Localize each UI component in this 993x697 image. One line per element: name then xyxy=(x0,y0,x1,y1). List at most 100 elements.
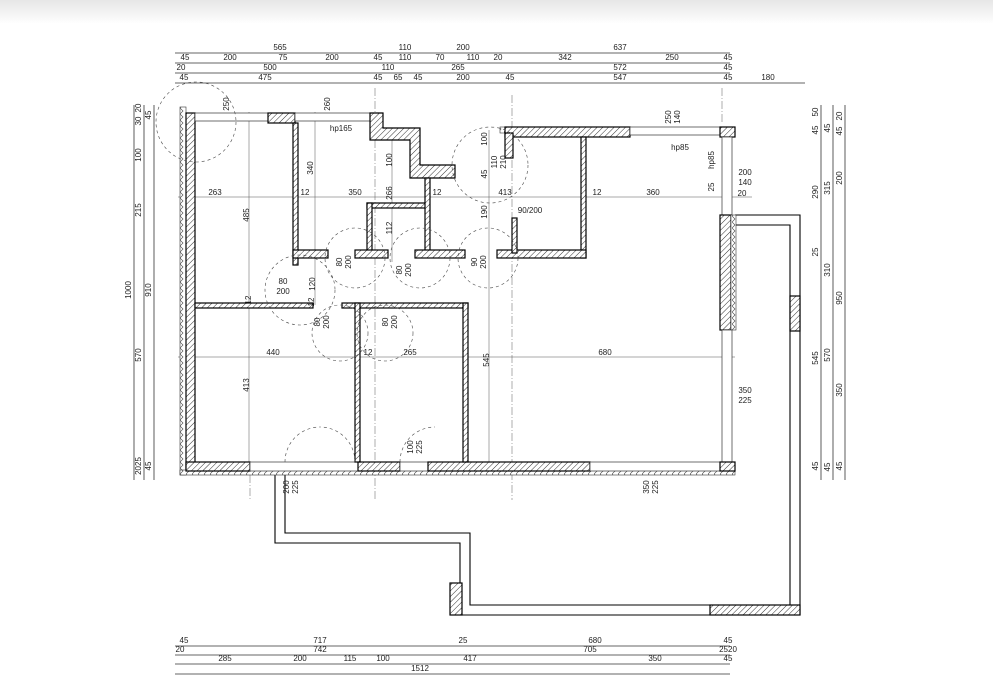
top-dimension-label: 70 xyxy=(436,53,445,62)
interior-dimension-label: 350 xyxy=(738,386,752,395)
dimension-lines xyxy=(133,52,846,675)
viewer-top-bar xyxy=(0,0,993,24)
top-dimension-label: 200 xyxy=(325,53,339,62)
interior-dimension-label: 80 xyxy=(381,317,390,326)
right-dimension-label: 50 xyxy=(811,107,820,116)
interior-dimension-label: 250 xyxy=(222,97,231,111)
top-dimension-label: 565 xyxy=(273,43,287,52)
interior-dimension-label: 413 xyxy=(242,378,251,392)
bottom-dimension-label: 417 xyxy=(463,654,477,663)
top-dimension-label: 475 xyxy=(258,73,272,82)
top-dimension-label: 45 xyxy=(180,73,189,82)
bottom-dimension-label: 680 xyxy=(588,636,602,645)
right-dimension-label: 290 xyxy=(811,185,820,199)
interior-dimension-label: 200 xyxy=(479,255,488,269)
interior-dimension-label: 20 xyxy=(738,189,747,198)
right-dimension-label: 45 xyxy=(823,123,832,132)
bottom-dimension-label: 1512 xyxy=(411,664,429,673)
interior-dimension-label: 263 xyxy=(208,188,222,197)
top-dimension-label: 250 xyxy=(665,53,679,62)
top-dimension-label: 110 xyxy=(382,63,395,72)
top-dimension-label: 45 xyxy=(724,63,733,72)
top-dimension-label: 45 xyxy=(414,73,423,82)
bottom-dimension-label: 45 xyxy=(724,654,733,663)
left-dimension-label: 910 xyxy=(144,283,153,297)
interior-dimension-label: 680 xyxy=(598,348,612,357)
door-swings xyxy=(155,81,529,463)
interior-dimension-label: 440 xyxy=(266,348,280,357)
top-dimension-label: 180 xyxy=(761,73,775,82)
interior-dimension-label: 225 xyxy=(415,440,424,454)
right-dimension-label: 25 xyxy=(811,247,820,256)
interior-dimension-label: 200 xyxy=(276,287,290,296)
measure-lines xyxy=(178,112,752,470)
top-dimension-label: 200 xyxy=(456,73,470,82)
top-dimension-label: 45 xyxy=(724,53,733,62)
interior-dimension-label: 266 xyxy=(385,186,394,200)
right-dimension-label: 310 xyxy=(823,263,832,277)
right-dimension-label: 20 xyxy=(835,111,844,120)
top-dimension-label: 110 xyxy=(399,53,412,62)
right-dimension-label: 350 xyxy=(835,383,844,397)
interior-dimension-label: hp85 xyxy=(707,151,716,169)
top-dimension-label: 547 xyxy=(613,73,627,82)
interior-dimension-label: 12 xyxy=(301,188,310,197)
right-dimension-label: 315 xyxy=(823,181,832,195)
interior-dimension-label: 140 xyxy=(673,110,682,124)
top-dimension-label: 200 xyxy=(456,43,470,52)
left-dimension-label: 1000 xyxy=(124,281,133,299)
top-dimension-label: 500 xyxy=(263,63,277,72)
interior-dimension-label: 200 xyxy=(322,315,331,329)
top-dimension-label: 65 xyxy=(394,73,403,82)
top-dimension-label: 265 xyxy=(451,63,465,72)
interior-dimension-label: 12 xyxy=(593,188,602,197)
interior-dimension-label: 110 xyxy=(490,155,499,168)
interior-dimension-label: 12 xyxy=(433,188,442,197)
interior-dimension-label: 545 xyxy=(482,353,491,367)
interior-dimension-label: 350 xyxy=(642,480,651,494)
interior-dimension-label: 413 xyxy=(498,188,512,197)
top-dimension-label: 110 xyxy=(399,43,412,52)
interior-dimension-label: 200 xyxy=(404,263,413,277)
top-dimension-label: 20 xyxy=(494,53,503,62)
top-dimension-label: 342 xyxy=(558,53,572,62)
interior-dimension-label: 12 xyxy=(307,297,316,306)
interior-dimension-label: 140 xyxy=(738,178,752,187)
left-dimension-label: 100 xyxy=(134,148,143,162)
left-dimension-label: 215 xyxy=(134,203,143,217)
bottom-dimension-label: 45 xyxy=(724,636,733,645)
terrace-outline xyxy=(274,214,801,616)
right-dimension-label: 45 xyxy=(811,461,820,470)
interior-dimension-label: 200 xyxy=(390,315,399,329)
left-dimension-label: 45 xyxy=(144,110,153,119)
top-dimension-label: 45 xyxy=(374,73,383,82)
interior-dimension-label: 90/200 xyxy=(518,206,543,215)
interior-walls xyxy=(194,122,587,463)
interior-dimension-label: 265 xyxy=(403,348,417,357)
interior-dimension-label: 200 xyxy=(738,168,752,177)
interior-dimension-label: 25 xyxy=(707,182,716,191)
right-dimension-label: 45 xyxy=(811,125,820,134)
interior-dimension-label: 112 xyxy=(385,221,394,234)
interior-dimension-label: 260 xyxy=(323,97,332,111)
top-dimension-label: 75 xyxy=(279,53,288,62)
interior-dimension-label: hp85 xyxy=(671,143,689,152)
left-dimension-label: 2025 xyxy=(134,457,143,475)
bottom-dimension-label: 115 xyxy=(344,654,357,663)
interior-dimension-label: 80 xyxy=(335,257,344,266)
exterior-walls xyxy=(179,106,737,476)
interior-dimension-label: 225 xyxy=(291,480,300,494)
interior-dimension-label: 80 xyxy=(279,277,288,286)
bottom-dimension-label: 705 xyxy=(583,645,597,654)
right-dimension-label: 950 xyxy=(835,291,844,305)
bottom-dimension-label: 25 xyxy=(459,636,468,645)
interior-dimension-label: 250 xyxy=(664,110,673,124)
right-dimension-label: 570 xyxy=(823,348,832,362)
interior-dimension-label: 210 xyxy=(499,155,508,169)
interior-dimension-label: 12 xyxy=(244,295,253,304)
bottom-dimension-label: 285 xyxy=(218,654,232,663)
left-dimension-label: 30 xyxy=(134,116,143,125)
interior-dimension-label: hp165 xyxy=(330,124,353,133)
bottom-dimension-label: 20 xyxy=(176,645,185,654)
